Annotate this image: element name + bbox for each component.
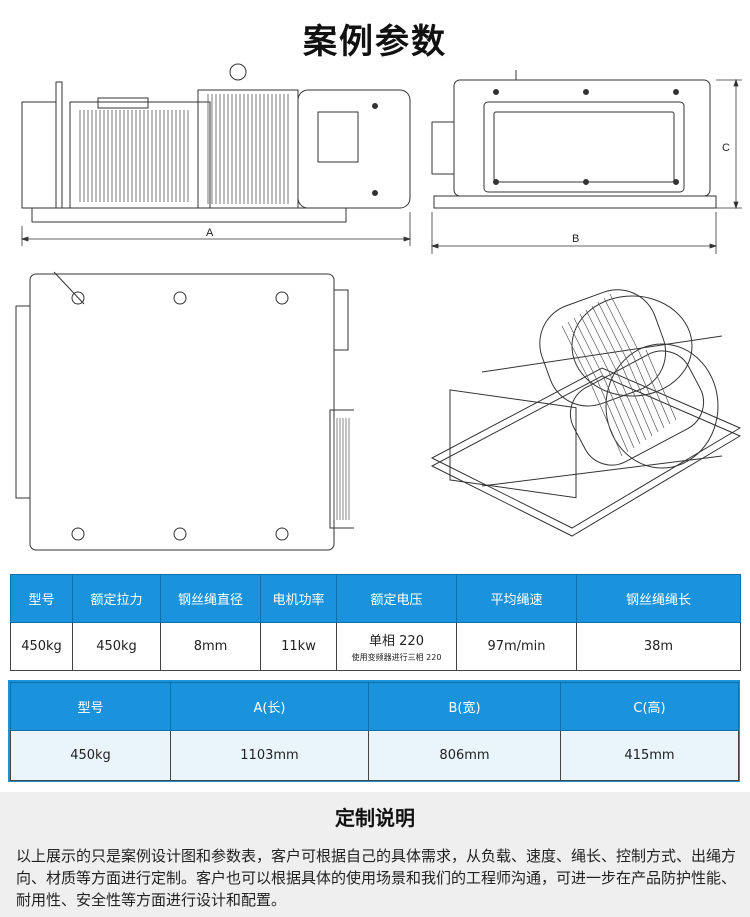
customization-section: 定制说明 以上展示的只是案例设计图和参数表，客户可根据自己的具体需求，从负载、速… (0, 792, 750, 917)
cell-length: 1103mm (170, 730, 369, 781)
header-motor-power: 电机功率 (260, 574, 337, 623)
cell-rope-diameter: 8mm (160, 622, 261, 671)
header-rope-diameter: 钢丝绳直径 (160, 574, 261, 623)
table-row: 450kg 450kg 8mm 11kw 单相 220 使用变频器进行三相 22… (10, 622, 741, 671)
cell-voltage: 单相 220 使用变频器进行三相 220 (336, 622, 457, 671)
header-length: A(长) (170, 682, 369, 731)
dimension-label-b: B (572, 233, 579, 245)
header-width: B(宽) (368, 682, 561, 731)
page-title: 案例参数 (303, 22, 447, 62)
voltage-value: 单相 220 (369, 634, 424, 649)
table-row: 450kg 1103mm 806mm 415mm (10, 730, 739, 781)
header-rope-length: 钢丝绳绳长 (576, 574, 741, 623)
dims-table-frame (8, 680, 740, 782)
cell-rated-pull: 450kg (72, 622, 161, 671)
side-view-drawing: B C (426, 66, 746, 256)
front-view-drawing: A (18, 62, 428, 252)
cell-avg-speed: 97m/min (456, 622, 577, 671)
dims-table-header: 型号 A(长) B(宽) C(高) (10, 682, 739, 731)
header-model: 型号 (10, 682, 171, 731)
cell-height: 415mm (560, 730, 739, 781)
spec-table: 型号 额定拉力 钢丝绳直径 电机功率 额定电压 平均绳速 钢丝绳绳长 450kg… (10, 574, 741, 671)
cell-model: 450kg (10, 730, 171, 781)
customization-text: 以上展示的只是案例设计图和参数表，客户可根据自己的具体需求，从负载、速度、绳长、… (16, 847, 737, 909)
customization-title: 定制说明 (335, 806, 415, 830)
cell-model: 450kg (10, 622, 73, 671)
top-view-drawing (14, 270, 354, 560)
cell-rope-length: 38m (576, 622, 741, 671)
header-model: 型号 (10, 574, 73, 623)
header-voltage: 额定电压 (336, 574, 457, 623)
voltage-note: 使用变频器进行三相 220 (351, 653, 442, 662)
header-avg-speed: 平均绳速 (456, 574, 577, 623)
header-rated-pull: 额定拉力 (72, 574, 161, 623)
dimension-label-a: A (206, 227, 214, 239)
cell-motor-power: 11kw (260, 622, 337, 671)
header-height: C(高) (560, 682, 739, 731)
dimension-label-c: C (722, 142, 730, 154)
spec-table-header: 型号 额定拉力 钢丝绳直径 电机功率 额定电压 平均绳速 钢丝绳绳长 (10, 574, 741, 623)
cell-width: 806mm (368, 730, 561, 781)
dims-table: 型号 A(长) B(宽) C(高) 450kg 1103mm 806mm 415… (10, 682, 739, 781)
isometric-view-drawing (422, 276, 742, 546)
